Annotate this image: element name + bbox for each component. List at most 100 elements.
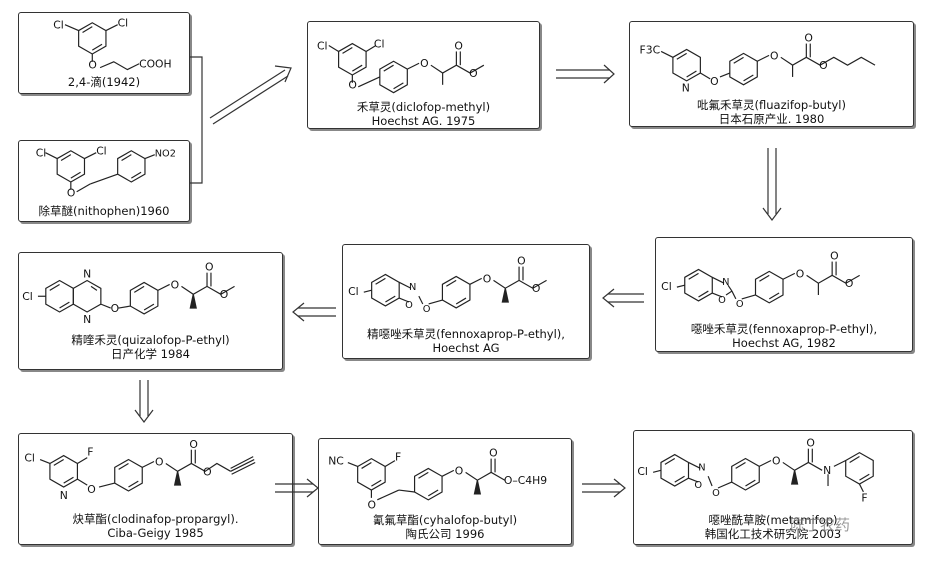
- n-atom: N: [83, 268, 91, 281]
- quizalofop-name: 精喹禾灵(quizalofop-P-ethyl): [71, 333, 230, 347]
- node-fenoxaprop: Cl N O O O O O 噁唑禾草灵(fennoxaprop-P-ethyl…: [655, 237, 913, 352]
- o-atom: O: [712, 488, 720, 499]
- node-clodinafop-propargyl: Cl F N O O O O 炔草酯(clodinafop-propargyl)…: [18, 433, 293, 545]
- o-atom: O: [171, 278, 180, 291]
- cl-atom: Cl: [374, 38, 385, 51]
- butyl-ester-group: O–C4H9: [504, 474, 547, 487]
- o-atom: O: [455, 464, 464, 477]
- structure-nitrofen: Cl Cl O NO2: [36, 145, 176, 200]
- o-atom: O: [796, 267, 805, 280]
- cyhalofop-name: 氰氟草酯(cyhalofop-butyl): [372, 513, 518, 527]
- cl-atom: Cl: [661, 280, 672, 293]
- fenoxaprop-p-name: 精噁唑禾草灵(fennoxaprop-P-ethyl),: [367, 327, 565, 341]
- arrow-left: [602, 288, 644, 308]
- structure-clodinafop-propargyl: Cl F N O O O O: [24, 438, 256, 502]
- n-atom: N: [823, 464, 831, 477]
- structure-diclofop-methyl: Cl Cl O O O O: [317, 38, 485, 94]
- arrow-down-left-column: [134, 380, 154, 423]
- n-atom: N: [409, 282, 416, 293]
- structure-quizalofop-p-ethyl: Cl N N O O O O: [22, 261, 235, 326]
- arrow-left: [292, 302, 336, 322]
- o-atom: O: [532, 282, 541, 295]
- o-atom: O: [772, 454, 781, 467]
- o-atom: O: [483, 272, 492, 285]
- o-atom: O: [220, 288, 229, 301]
- o-atom: O: [469, 67, 478, 80]
- structure-fluazifop-butyl: F3C N O O O O: [640, 32, 876, 95]
- cl-atom: Cl: [36, 147, 46, 160]
- o-atom: O: [694, 480, 702, 491]
- arrow-right: [582, 478, 626, 498]
- arrow-right: [556, 64, 615, 84]
- o-atom: O: [423, 304, 431, 315]
- watermark: 陈丁农药: [790, 514, 850, 535]
- cl-atom: Cl: [24, 452, 35, 465]
- nc-group: NC: [328, 455, 344, 468]
- metamifop-name: 噁唑酰草胺(metamifop): [708, 513, 838, 527]
- o-atom: O: [454, 39, 463, 52]
- structure-metamifop: Cl N O O O O N F: [637, 437, 874, 505]
- fluazifop-origin: 日本石原产业. 1980: [718, 112, 825, 126]
- arrow-diagonal: [209, 65, 292, 125]
- o-atom: O: [830, 250, 839, 263]
- structure-fenoxaprop: Cl N O O O O O: [661, 250, 860, 310]
- cooh-group: COOH: [139, 58, 171, 71]
- bracket-connector: [190, 56, 203, 184]
- fluazifop-name: 吡氟禾草灵(fluazifop-butyl): [697, 98, 846, 112]
- o-atom: O: [67, 187, 75, 200]
- cl-atom: Cl: [22, 290, 33, 303]
- o-atom: O: [405, 300, 413, 311]
- cl-atom: Cl: [348, 285, 359, 298]
- cl-atom: Cl: [317, 39, 328, 52]
- no2-group: NO2: [155, 149, 176, 160]
- cyhalofop-origin: 陶氏公司 1996: [405, 527, 485, 541]
- node-2-4-d-label: 2,4-滴(1942): [67, 75, 141, 89]
- o-atom: O: [189, 438, 198, 451]
- o-atom: O: [155, 455, 164, 468]
- f-atom: F: [861, 492, 867, 505]
- o-atom: O: [111, 302, 120, 315]
- n-atom: N: [722, 277, 729, 288]
- cl-atom: Cl: [53, 19, 63, 32]
- o-atom: O: [845, 277, 854, 290]
- node-2-4-d: Cl Cl O COOH 2,4-滴(1942): [18, 12, 190, 94]
- o-atom: O: [205, 261, 213, 274]
- o-atom: O: [710, 75, 719, 88]
- n-atom: N: [60, 489, 68, 502]
- n-atom: N: [682, 82, 690, 95]
- cl-atom: Cl: [118, 17, 128, 30]
- o-atom: O: [718, 295, 726, 306]
- structure-cyhalofop-butyl: NC F O O O O–C4H9: [328, 447, 547, 512]
- cl-atom: Cl: [637, 465, 648, 478]
- o-atom: O: [420, 57, 429, 70]
- clodinafop-name: 炔草酯(clodinafop-propargyl).: [72, 512, 239, 526]
- o-atom: O: [770, 49, 779, 62]
- structure-2-4-d: Cl Cl O COOH: [53, 17, 171, 72]
- n-atom: N: [83, 313, 91, 326]
- n-atom: N: [698, 462, 705, 473]
- node-nitrofen: Cl Cl O NO2 除草醚(nithophen)1960: [18, 140, 190, 222]
- o-atom: O: [819, 59, 828, 72]
- fenoxaprop-name: 噁唑禾草灵(fennoxaprop-P-ethyl),: [690, 322, 878, 336]
- node-nitrofen-label: 除草醚(nithophen)1960: [38, 204, 170, 218]
- o-atom: O: [88, 59, 96, 72]
- o-atom: O: [804, 32, 813, 45]
- o-atom: O: [517, 255, 526, 268]
- diclofop-origin: Hoechst AG. 1975: [371, 114, 476, 128]
- diclofop-name: 禾草灵(diclofop-methyl): [356, 100, 491, 114]
- o-atom: O: [348, 79, 357, 92]
- o-atom: O: [736, 299, 744, 310]
- o-atom: O: [203, 465, 212, 478]
- f-atom: F: [87, 446, 93, 459]
- arrow-right: [275, 478, 319, 498]
- o-atom: O: [87, 483, 95, 496]
- fenoxaprop-origin: Hoechst AG, 1982: [732, 336, 836, 350]
- node-fenoxaprop-p-ethyl: Cl N O O O O O 精噁唑禾草灵(fennoxaprop-P-ethy…: [342, 244, 590, 359]
- arrow-down-right-column: [762, 148, 782, 221]
- node-quizalofop-p-ethyl: Cl N N O O O O 精喹禾灵(quizalofop-P-ethyl) …: [18, 252, 283, 370]
- cf3-group: F3C: [640, 43, 661, 56]
- o-atom: O: [367, 499, 376, 512]
- node-metamifop: Cl N O O O O N F 噁唑酰草胺(metamifop) 韩国化工技术…: [633, 430, 913, 545]
- o-atom: O: [806, 437, 815, 450]
- watermark-text: 陈丁农药: [790, 516, 851, 534]
